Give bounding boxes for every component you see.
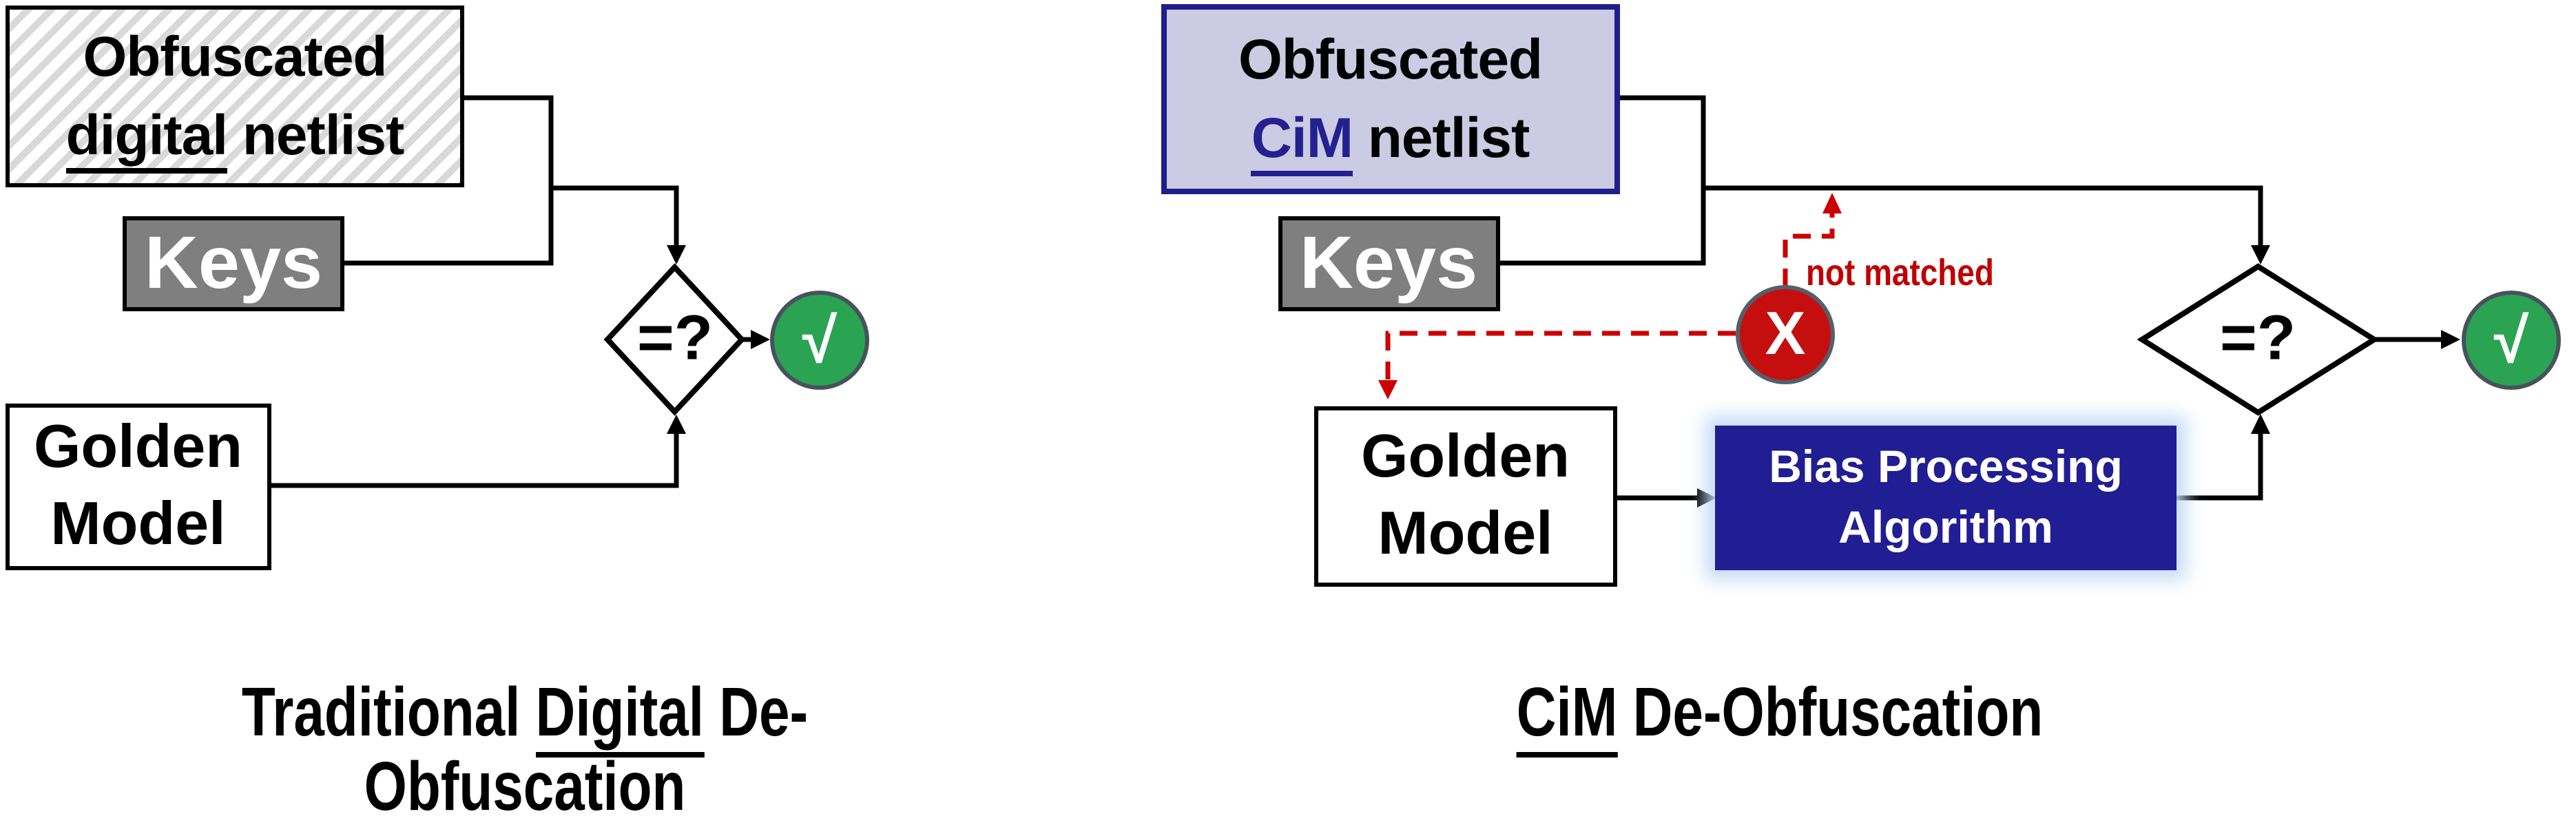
right-caption-underlined-word: CiM [1516,673,1618,758]
right-caption: CiM De-Obfuscation [1413,673,2147,758]
right-golden-line1: Golden [1360,423,1570,491]
left-netlist-underlined-word: digital [65,103,228,174]
left-check-icon: √ [802,304,838,376]
not-matched-label: not matched [1806,252,1994,293]
right-netlist-underlined-word: CiM [1251,105,1353,176]
left-golden-model-box: Golden Model [6,403,271,570]
left-netlist-line1: Obfuscated [83,24,387,88]
left-keys-label: Keys [144,222,323,305]
left-pass-circle: √ [770,291,869,390]
bias-line2: Algorithm [1838,501,2053,553]
right-wires [1500,95,2444,501]
right-keys-box: Keys [1278,216,1499,311]
left-compare-diamond [603,263,746,416]
left-golden-line1: Golden [33,413,243,481]
right-netlist-line1: Obfuscated [1238,27,1543,90]
right-obfuscated-cim-netlist-box: Obfuscated CiM netlist [1161,3,1620,194]
bias-line1: Bias Processing [1769,441,2123,492]
left-netlist-line2: digital netlist [65,96,404,175]
left-compare-label: =? [637,300,713,373]
bias-processing-algorithm-box: Bias Processing Algorithm [1715,426,2177,570]
red-arrowheads [1378,193,1842,399]
fail-circle: X [1736,284,1835,384]
connector-lines [270,95,2460,508]
left-arrowheads [667,245,770,434]
right-compare-diamond [2137,263,2380,416]
right-golden-model-box: Golden Model [1314,406,1617,587]
not-matched-dashed-path [1385,212,1835,380]
right-pass-circle: √ [2462,291,2561,390]
right-compare-label: =? [2220,300,2296,373]
left-obfuscated-netlist-box: Obfuscated digital netlist [6,6,464,187]
left-caption-underlined-word: Digital [535,673,705,758]
right-golden-line2: Model [1378,500,1553,568]
de-obfuscation-comparison-figure: Obfuscated digital netlist Keys Golden M… [6,3,2561,824]
right-netlist-line2: CiM netlist [1251,98,1530,177]
left-golden-line2: Model [50,490,226,558]
left-keys-box: Keys [123,216,344,311]
x-mark-icon: X [1765,300,1806,367]
right-check-icon: √ [2493,304,2529,376]
left-caption: Traditional Digital De-Obfuscation [241,673,809,825]
left-wires [270,95,754,488]
right-keys-label: Keys [1299,222,1478,305]
right-arrowheads [1697,245,2460,508]
